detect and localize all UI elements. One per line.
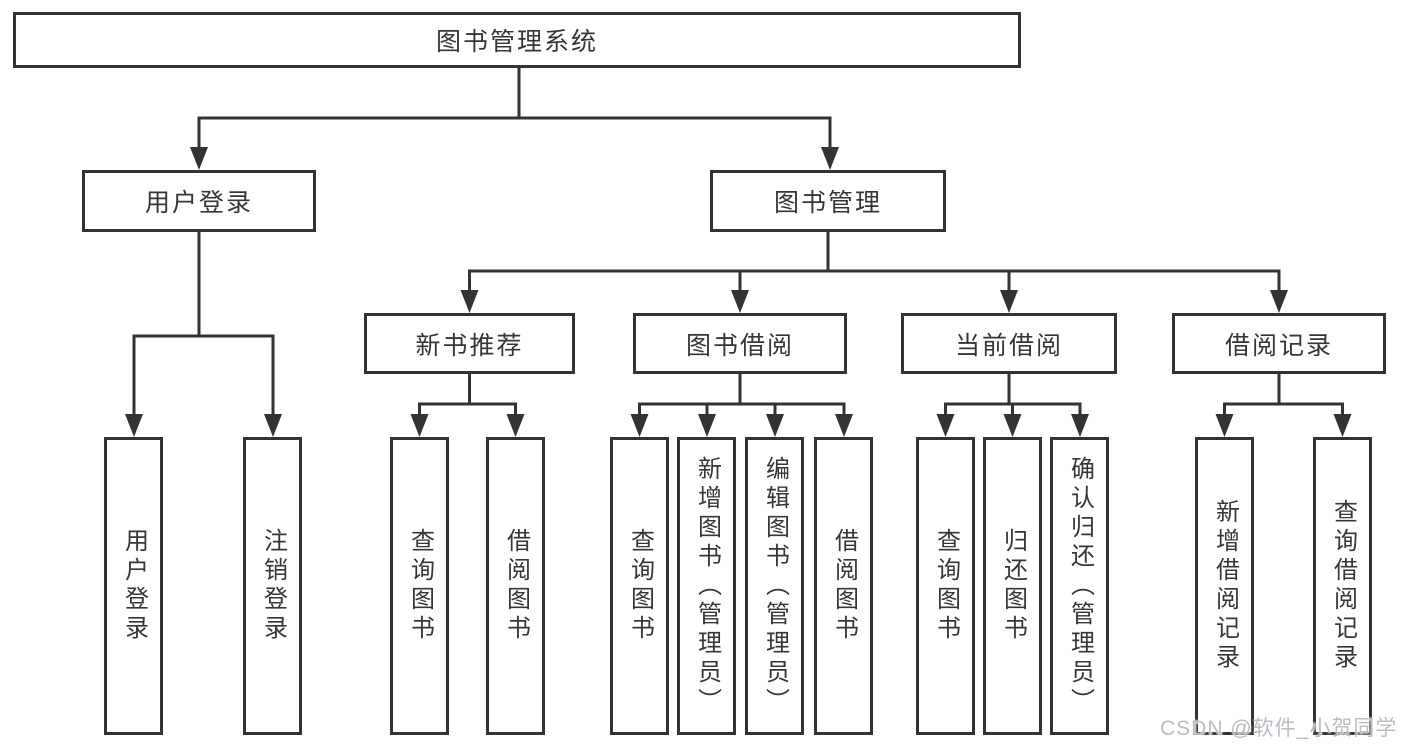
- connector-user-login-to-leaves: [125, 231, 282, 437]
- node-current-borrow: 当前借阅: [901, 313, 1117, 374]
- node-user-login: 用户登录: [104, 437, 163, 735]
- node-new-book-recommend: 新书推荐: [364, 313, 575, 374]
- node-query-books-recommend: 查询图书: [390, 437, 449, 735]
- node-library-system: 图书管理系统: [13, 12, 1021, 68]
- connector-root-to-level2: [190, 66, 839, 170]
- node-user-login-group: 用户登录: [82, 170, 316, 232]
- connector-book-mgmt-to-level3: [460, 231, 1288, 313]
- node-query-books-borrow: 查询图书: [610, 437, 669, 735]
- connector-current-borrow-to-leaves: [936, 374, 1089, 437]
- connector-book-borrow-to-leaves: [630, 374, 853, 437]
- connector-borrow-records-to-leaves: [1215, 374, 1352, 437]
- node-logout: 注销登录: [243, 437, 302, 735]
- node-confirm-return-admin: 确认归还（管理员）: [1050, 437, 1109, 735]
- node-book-borrow: 图书借阅: [633, 313, 847, 374]
- connector-new-book-to-leaves: [410, 374, 525, 437]
- node-borrow-books-recommend: 借阅图书: [486, 437, 545, 735]
- node-add-book-admin: 新增图书（管理员）: [677, 437, 736, 735]
- node-query-borrow-record: 查询借阅记录: [1313, 437, 1372, 735]
- node-add-borrow-record: 新增借阅记录: [1195, 437, 1254, 735]
- node-query-books-current: 查询图书: [916, 437, 975, 735]
- node-borrow-records: 借阅记录: [1172, 313, 1386, 374]
- node-edit-book-admin: 编辑图书（管理员）: [745, 437, 804, 735]
- node-return-book: 归还图书: [983, 437, 1042, 735]
- node-borrow-books: 借阅图书: [814, 437, 873, 735]
- node-book-management: 图书管理: [710, 170, 946, 232]
